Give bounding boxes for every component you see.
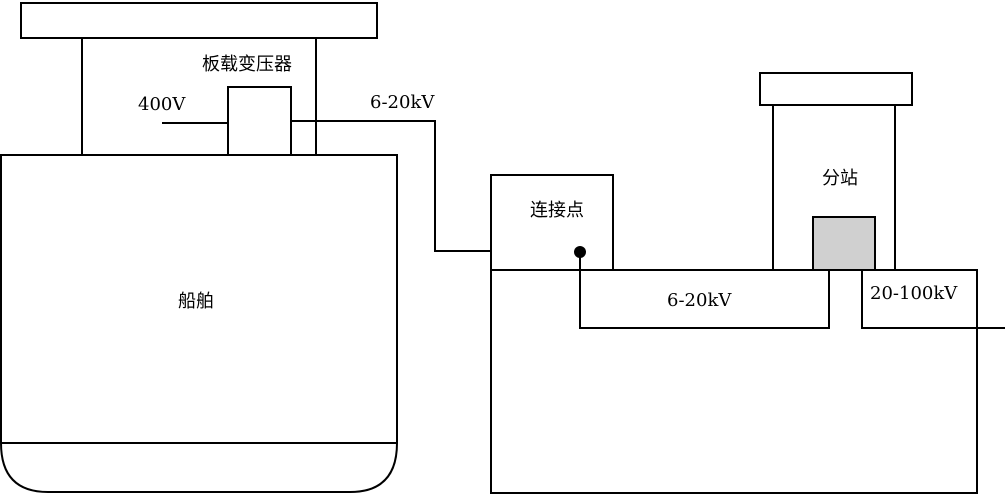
shore-base <box>490 269 978 494</box>
connection-point-label: 连接点 <box>530 200 584 221</box>
substation-transformer <box>812 216 876 271</box>
substation-label: 分站 <box>822 168 858 189</box>
ship-feed-voltage-label: 6-20kV <box>370 92 435 113</box>
shore-voltage-label: 6-20kV <box>667 290 732 311</box>
low-voltage-label: 400V <box>138 94 186 115</box>
onboard-transformer <box>227 86 292 156</box>
grid-voltage-label: 20-100kV <box>870 283 958 304</box>
transformer-label: 板载变压器 <box>202 54 292 75</box>
ship-hull <box>0 154 398 493</box>
connection-dot <box>574 246 586 258</box>
grid-cable <box>861 270 1005 329</box>
substation-roof <box>759 72 913 106</box>
ship-label: 船舶 <box>178 291 214 312</box>
ship-deck-top <box>20 2 378 39</box>
shore-cable <box>579 251 830 329</box>
connection-point-box <box>490 174 614 271</box>
